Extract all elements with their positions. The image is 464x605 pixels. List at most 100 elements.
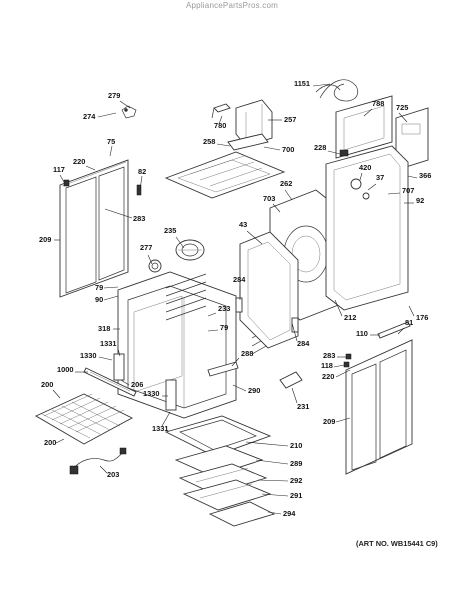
part-label-c176: 176 <box>416 313 428 322</box>
part-label-c82: 82 <box>138 167 146 176</box>
leader-line-c209b <box>335 417 351 423</box>
part-label-c79a: 79 <box>95 283 103 292</box>
part-label-c118: 118 <box>321 361 333 370</box>
leader-line-c79a <box>103 286 119 289</box>
leader-line-c200b <box>55 438 65 444</box>
part-label-c780: 780 <box>214 121 226 130</box>
part-label-c228: 228 <box>314 143 326 152</box>
part-label-c90: 90 <box>95 295 103 304</box>
oven-side-panel <box>239 231 299 349</box>
watermark: AppliancePartsPros.com <box>186 1 278 10</box>
part-label-c200a: 200 <box>41 380 53 389</box>
oven-cavity <box>117 271 237 419</box>
leader-line-c725 <box>398 112 408 123</box>
leader-line-c210 <box>245 441 289 447</box>
art-number: (ART NO. WB15441 C9) <box>356 539 438 548</box>
vent-tube-780 <box>211 103 231 119</box>
leader-line-c235 <box>175 236 185 249</box>
leader-line-c220a <box>85 165 96 171</box>
control-board-788 <box>335 95 393 159</box>
leader-line-c707 <box>387 192 401 195</box>
leader-line-c780 <box>218 115 223 125</box>
part-label-c283a: 283 <box>133 214 145 223</box>
part-label-c233: 233 <box>218 304 230 313</box>
leader-line-c277 <box>147 254 153 265</box>
leader-line-c292 <box>257 479 289 482</box>
leader-line-c290 <box>232 384 247 392</box>
leader-line-c200a <box>52 389 61 399</box>
part-label-c274: 274 <box>83 112 96 121</box>
leader-line-c1151 <box>312 83 331 87</box>
part-label-c277: 277 <box>140 243 152 252</box>
leader-line-c231 <box>291 387 298 404</box>
clip-228 <box>339 149 349 157</box>
part-label-c366: 366 <box>419 171 431 180</box>
part-label-c283b: 283 <box>323 351 335 360</box>
part-label-c110: 110 <box>356 329 368 338</box>
part-label-c725: 725 <box>396 103 408 112</box>
part-label-c209a: 209 <box>39 235 51 244</box>
vent-duct-257 <box>235 99 273 147</box>
leader-line-c1331a <box>117 348 121 357</box>
hinge-parts-283-118 <box>343 353 352 368</box>
part-label-c37: 37 <box>376 173 384 182</box>
power-cord-203 <box>69 447 127 475</box>
drawer-bottom-289 <box>174 445 264 477</box>
part-label-c257: 257 <box>284 115 296 124</box>
part-label-c288: 288 <box>241 349 253 358</box>
part-label-c1151: 1151 <box>294 79 310 88</box>
leader-line-c82 <box>139 175 143 191</box>
leader-line-c117 <box>59 174 65 183</box>
part-label-c262: 262 <box>280 179 292 188</box>
thermostat-37 <box>362 192 370 200</box>
part-label-c292: 292 <box>290 476 302 485</box>
part-label-c258: 258 <box>203 137 215 146</box>
leader-line-c1331b <box>161 411 171 427</box>
part-label-c279: 279 <box>108 91 120 100</box>
leader-line-c37 <box>367 183 377 191</box>
oven-rack-200 <box>35 393 133 445</box>
drawer-front-294 <box>208 501 276 527</box>
part-label-c294: 294 <box>283 509 296 518</box>
part-label-c1000: 1000 <box>57 365 73 374</box>
sensor-231 <box>279 371 303 389</box>
probe-receptacle-420 <box>350 178 362 190</box>
part-label-c92: 92 <box>416 196 424 205</box>
fan-motor-277 <box>148 259 162 273</box>
leader-line-c90 <box>103 295 119 301</box>
leader-line-c291 <box>261 493 289 497</box>
part-label-c200b: 200 <box>44 438 56 447</box>
part-label-c209b: 209 <box>323 417 335 426</box>
part-label-c203: 203 <box>107 470 119 479</box>
part-label-c117: 117 <box>53 165 65 174</box>
part-label-c1330b: 1330 <box>143 389 159 398</box>
bracket-288 <box>207 361 239 377</box>
leader-line-c212 <box>334 299 343 317</box>
part-label-c1330a: 1330 <box>80 351 96 360</box>
leader-line-c274 <box>97 112 117 118</box>
leader-line-c79b <box>207 329 219 332</box>
part-label-c707: 707 <box>402 186 414 195</box>
part-label-c291: 291 <box>290 491 302 500</box>
part-label-c284a: 284 <box>233 275 246 284</box>
leader-line-c233 <box>207 312 217 317</box>
door-lock-bracket-1331 <box>113 353 177 411</box>
part-label-c43: 43 <box>239 220 247 229</box>
part-label-c212: 212 <box>344 313 356 322</box>
leader-line-c262 <box>284 189 293 201</box>
part-label-c206: 206 <box>131 380 143 389</box>
drawer-panel-291 <box>182 479 272 511</box>
part-label-c231: 231 <box>297 402 309 411</box>
part-label-c220b: 220 <box>322 372 334 381</box>
part-label-c235: 235 <box>164 226 176 235</box>
part-label-c1331a: 1331 <box>100 339 116 348</box>
side-panel-209-right <box>345 339 413 475</box>
door-handle-110 <box>377 321 411 339</box>
top-panel <box>164 151 286 199</box>
drawer-210 <box>164 415 272 457</box>
leader-line-c118 <box>333 364 345 368</box>
leader-line-c81 <box>397 327 405 335</box>
part-label-c284b: 284 <box>297 339 310 348</box>
leader-line-c289 <box>255 459 289 465</box>
